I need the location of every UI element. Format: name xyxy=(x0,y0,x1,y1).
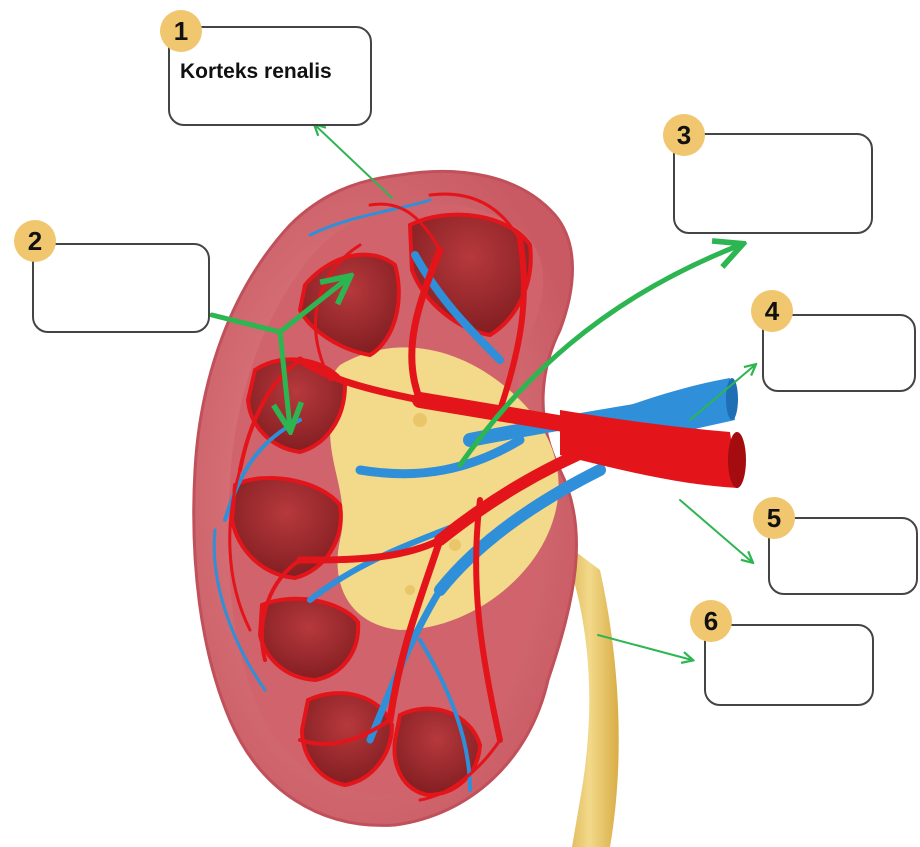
number-badge-3: 3 xyxy=(663,114,705,156)
number-badge-1: 1 xyxy=(160,10,202,52)
label-text-1: Korteks renalis xyxy=(180,60,332,84)
number-badge-2: 2 xyxy=(14,220,56,262)
label-box-3[interactable] xyxy=(673,133,873,234)
number-badge-6: 6 xyxy=(690,600,732,642)
pelvis-spot xyxy=(405,585,415,595)
pelvis-spot xyxy=(449,539,461,551)
pointer-arrow xyxy=(680,500,752,562)
label-box-2[interactable] xyxy=(32,243,210,333)
pelvis-spot xyxy=(413,413,427,427)
label-box-6[interactable] xyxy=(704,624,874,706)
renal-artery-opening xyxy=(728,432,746,488)
number-badge-4: 4 xyxy=(751,290,793,332)
number-badge-5: 5 xyxy=(753,497,795,539)
